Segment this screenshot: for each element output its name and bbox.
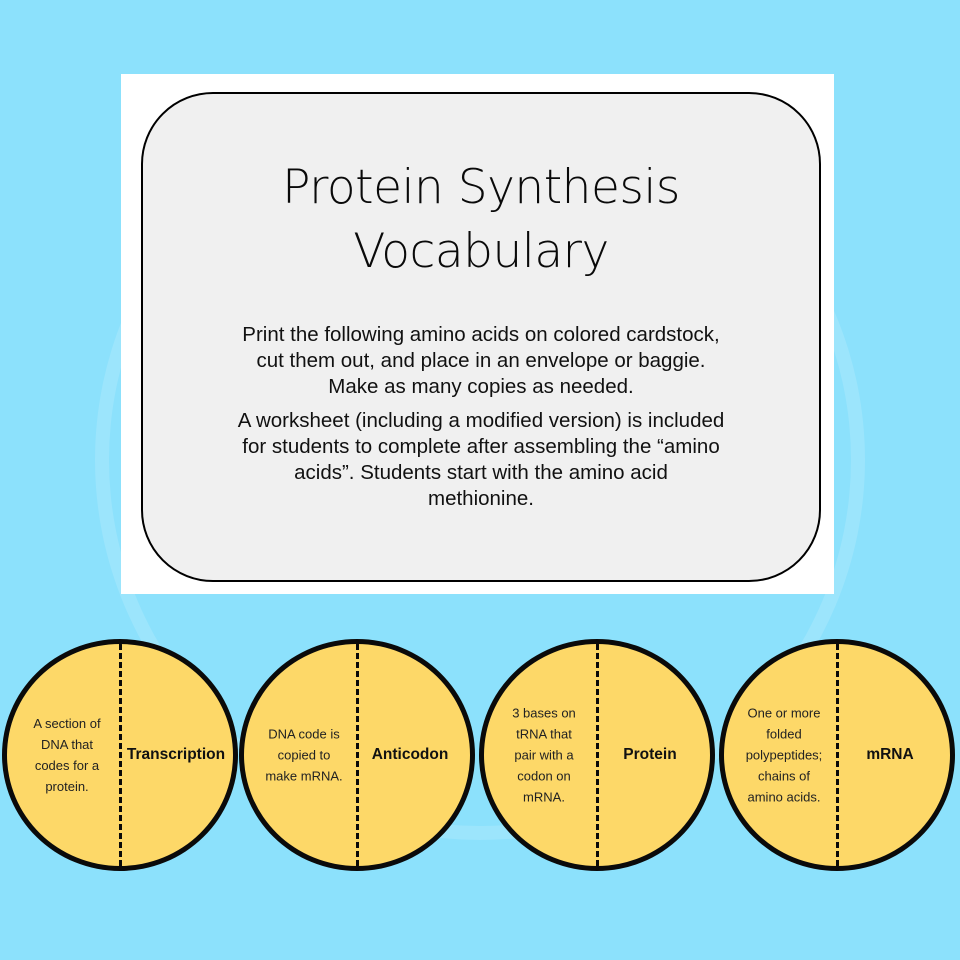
text-line: 3 bases on xyxy=(512,705,576,721)
cut-line xyxy=(119,644,122,866)
text-line: DNA code is xyxy=(268,726,340,742)
text-line: folded xyxy=(766,726,802,742)
text-line: codes for a xyxy=(34,758,100,773)
text-line: cut them out, and place in an envelope o… xyxy=(256,349,706,372)
text-line: DNA that xyxy=(40,737,94,752)
instruction-card: Protein Synthesis Vocabulary Print the f… xyxy=(141,92,821,582)
text-line: pair with a xyxy=(514,747,574,763)
term-text: Anticodon xyxy=(371,746,449,763)
instruction-panel: Protein Synthesis Vocabulary Print the f… xyxy=(121,74,834,594)
vocab-circle-3: 3 bases on tRNA that pair with a codon o… xyxy=(479,639,715,871)
cut-line xyxy=(356,644,359,866)
definition-text: One or more folded polypeptides; chains … xyxy=(734,703,834,808)
cut-line xyxy=(836,644,839,866)
instructions-paragraph-1: Print the following amino acids on color… xyxy=(203,322,759,400)
text-line: make mRNA. xyxy=(265,768,343,784)
title-line-1: Protein Synthesis xyxy=(282,160,680,215)
text-line: mRNA. xyxy=(523,789,565,805)
text-line: polypeptides; xyxy=(745,747,823,763)
cut-line xyxy=(596,644,599,866)
text-line: codon on xyxy=(517,768,571,784)
definition-text: DNA code is copied to make mRNA. xyxy=(254,724,354,787)
definition-text: 3 bases on tRNA that pair with a codon o… xyxy=(494,703,594,808)
text-line: A section of xyxy=(33,716,101,731)
text-line: for students to complete after assemblin… xyxy=(242,435,720,458)
definition-text: A section of DNA that codes for a protei… xyxy=(17,713,117,797)
term-text: Transcription xyxy=(126,746,226,763)
text-line: methionine. xyxy=(428,487,534,510)
vocab-circle-2: DNA code is copied to make mRNA. Anticod… xyxy=(239,639,475,871)
text-line: A worksheet (including a modified versio… xyxy=(237,409,725,432)
text-line: Print the following amino acids on color… xyxy=(242,323,720,346)
text-line: Make as many copies as needed. xyxy=(328,375,634,398)
instructions-paragraph-2: A worksheet (including a modified versio… xyxy=(203,408,759,512)
text-line: chains of xyxy=(757,768,811,784)
page-title: Protein Synthesis Vocabulary xyxy=(143,156,819,284)
title-line-2: Vocabulary xyxy=(353,224,609,279)
text-line: acids”. Students start with the amino ac… xyxy=(294,461,668,484)
text-line: copied to xyxy=(277,747,331,763)
vocab-circle-1: A section of DNA that codes for a protei… xyxy=(2,639,238,871)
text-line: amino acids. xyxy=(747,789,821,805)
term-text: Protein xyxy=(623,746,677,763)
text-line: tRNA that xyxy=(516,726,572,742)
term-text: mRNA xyxy=(866,746,914,763)
text-line: protein. xyxy=(45,779,89,794)
text-line: One or more xyxy=(747,705,821,721)
vocab-circle-4: One or more folded polypeptides; chains … xyxy=(719,639,955,871)
